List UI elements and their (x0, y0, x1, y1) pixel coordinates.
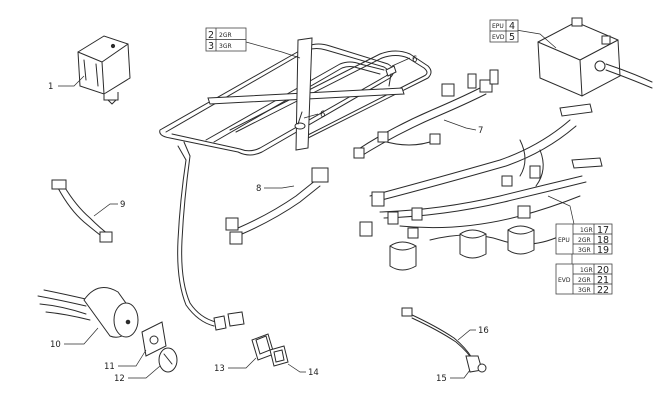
epu-row2-num: 18 (597, 235, 609, 246)
sensor-cable-part (401, 307, 487, 373)
leader-lines (58, 29, 575, 379)
gasket-part (269, 345, 289, 367)
knob-part (158, 347, 178, 373)
screw-part (294, 65, 397, 130)
wire-harness-small-part (353, 69, 499, 159)
harness-epu-group: EPU (558, 237, 570, 244)
heater-variant-table: 2 2GR 3 3GR (205, 27, 247, 52)
evd-row2-code: 2GR (578, 277, 591, 284)
rocker-switch-part (251, 333, 275, 361)
pressure-switch-part (77, 35, 131, 105)
callout-12: 12 (114, 374, 125, 384)
callout-6-upper: 6 (412, 55, 417, 65)
epu-row2-code: 2GR (578, 237, 591, 244)
probe-cable-part (51, 179, 113, 243)
callout-9: 9 (120, 200, 125, 210)
heater-row1-num: 2 (208, 30, 214, 41)
evd-row3-num: 22 (597, 285, 609, 296)
callout-7: 7 (478, 126, 483, 136)
callout-11: 11 (104, 362, 115, 372)
heater-element-part (159, 37, 432, 331)
pump-row2-code: EVD (492, 34, 505, 41)
harness-epu-table: EPU 1GR 17 2GR 18 3GR 19 (555, 223, 613, 256)
callout-1: 1 (48, 82, 53, 92)
mounting-plate-part (141, 321, 167, 357)
callout-15: 15 (436, 374, 447, 384)
heater-row1-code: 2GR (219, 32, 232, 39)
pump-row1-code: EPU (492, 23, 504, 30)
motor-part (37, 287, 139, 338)
callout-13: 13 (214, 364, 225, 374)
callout-10: 10 (50, 340, 61, 350)
evd-row1-code: 1GR (580, 267, 593, 274)
callout-8: 8 (256, 184, 261, 194)
callout-6-lower: 6 (320, 110, 325, 120)
callout-16: 16 (478, 326, 489, 336)
harness-evd-table: EVD 1GR 20 2GR 21 3GR 22 (555, 263, 613, 296)
harness-evd-group: EVD (558, 277, 571, 284)
wire-harness-large-part (359, 103, 603, 271)
pump-row1-num: 4 (509, 21, 515, 32)
epu-row3-code: 3GR (578, 247, 591, 254)
epu-row1-num: 17 (597, 225, 609, 236)
evd-row3-code: 3GR (578, 287, 591, 294)
epu-row3-num: 19 (597, 245, 609, 256)
heater-row2-num: 3 (208, 41, 214, 52)
heater-row2-code: 3GR (219, 43, 232, 50)
pump-variant-table: EPU 4 EVD 5 (489, 19, 519, 43)
evd-row2-num: 21 (597, 275, 609, 286)
wire-harness-8-part (225, 167, 329, 245)
pump-part (537, 17, 653, 97)
pump-row2-num: 5 (509, 32, 515, 43)
epu-row1-code: 1GR (580, 227, 593, 234)
callout-14: 14 (308, 368, 319, 378)
evd-row1-num: 20 (597, 265, 609, 276)
